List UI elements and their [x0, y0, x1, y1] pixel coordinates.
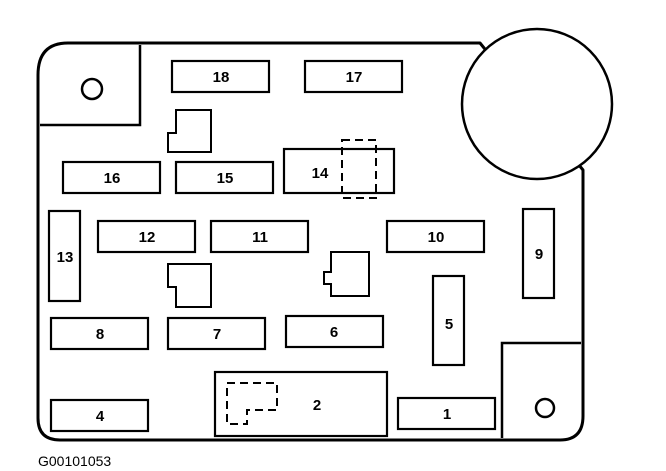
- fuse-16-label: 16: [104, 170, 121, 187]
- mount-corner-bottom-right: [500, 341, 581, 438]
- fuse-14-dashed-relay: [341, 139, 377, 199]
- mount-hole-top-left: [80, 77, 104, 101]
- fuse-9-label: 9: [535, 246, 543, 263]
- fuse-8: 8: [49, 316, 150, 351]
- fuse-1-label: 1: [443, 406, 451, 423]
- fuse-15: 15: [174, 160, 275, 195]
- fuse-6: 6: [284, 314, 385, 349]
- fuse-2-label: 2: [313, 397, 321, 414]
- mount-corner-top-left: [40, 45, 142, 127]
- relay-socket-right: [323, 251, 370, 297]
- fuse-6-label: 6: [330, 324, 338, 341]
- fuse-16: 16: [61, 160, 162, 195]
- fuse-14: 14: [312, 165, 329, 182]
- fuse-13: 13: [47, 209, 82, 303]
- figure-code: G00101053: [38, 453, 111, 469]
- fuse-10: 10: [385, 219, 486, 254]
- fuse-1: 1: [396, 396, 497, 431]
- fuse-2: 2: [313, 397, 321, 414]
- fuse-2-dashed-socket: [226, 382, 278, 425]
- relay-socket-upper: [167, 109, 212, 153]
- fuse-2-box: [213, 370, 389, 438]
- fuse-7: 7: [166, 316, 267, 351]
- fuse-7-label: 7: [213, 326, 221, 343]
- round-connector: [460, 27, 614, 181]
- fuse-4-label: 4: [96, 408, 105, 425]
- fuse-15-label: 15: [217, 170, 234, 187]
- fuse-10-label: 10: [428, 229, 445, 246]
- fuse-18-label: 18: [213, 69, 230, 86]
- fuse-8-label: 8: [96, 326, 104, 343]
- fuse-12-label: 12: [139, 229, 156, 246]
- fuse-9: 9: [521, 207, 556, 300]
- mount-hole-bottom-right: [534, 397, 556, 419]
- fuse-4: 4: [49, 398, 150, 433]
- fuse-12: 12: [96, 219, 197, 254]
- fuse-11-label: 11: [252, 229, 268, 246]
- fuse-13-label: 13: [57, 249, 74, 266]
- fuse-11: 11: [209, 219, 310, 254]
- fuse-14-box: [282, 147, 396, 195]
- fuse-5: 5: [431, 274, 466, 367]
- fuse-14-label: 14: [312, 165, 329, 182]
- fuse-5-label: 5: [445, 316, 453, 333]
- fuse-17: 17: [303, 59, 404, 94]
- relay-socket-middle: [167, 263, 212, 308]
- fuse-17-label: 17: [346, 69, 363, 86]
- fuse-18: 18: [170, 59, 271, 94]
